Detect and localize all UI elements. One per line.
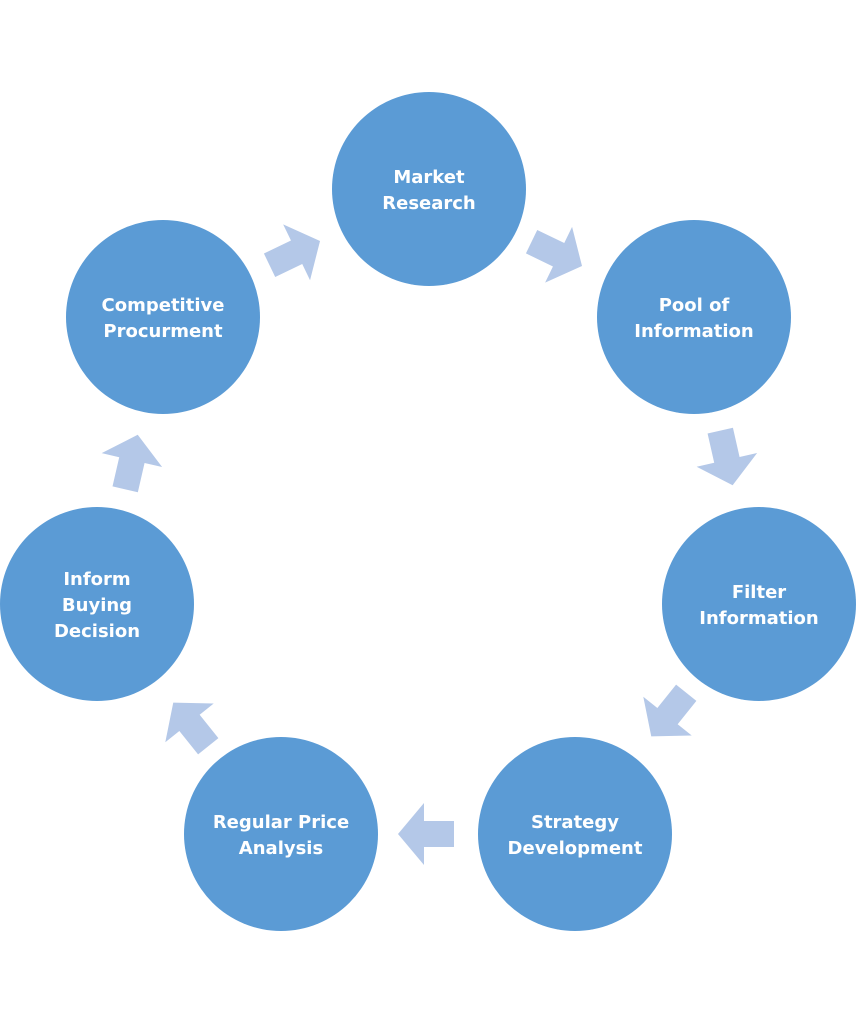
node-regular-price-analysis-label-line-2: Analysis xyxy=(239,838,323,859)
arrow-inform-buying-decision-to-competitive-procurment xyxy=(101,434,163,493)
node-strategy-development-label-line-2: Development xyxy=(508,838,643,859)
node-market-research-label-line-2: Research xyxy=(382,193,476,214)
node-regular-price-analysis-circle xyxy=(184,737,378,931)
node-pool-of-information-label-line-2: Information xyxy=(634,321,753,342)
node-competitive-procurment-label-line-1: Competitive xyxy=(102,295,225,316)
node-inform-buying-decision-label-line-1: Inform xyxy=(63,569,130,590)
node-pool-of-information-circle xyxy=(597,220,791,414)
node-filter-information-circle xyxy=(662,507,856,701)
node-inform-buying-decision-circle xyxy=(0,507,194,701)
node-strategy-development-label-line-1: Strategy xyxy=(531,812,619,833)
node-pool-of-information-label-line-1: Pool of xyxy=(659,295,730,316)
node-strategy-development-circle xyxy=(478,737,672,931)
node-inform-buying-decision-label-line-2: Buying xyxy=(62,595,132,616)
node-regular-price-analysis-label-line-1: Regular Price xyxy=(213,812,349,833)
node-filter-information-label-line-2: Information xyxy=(699,608,818,629)
arrows-layer xyxy=(101,224,758,865)
node-market-research-circle xyxy=(332,92,526,286)
arrow-market-research-to-pool-of-information xyxy=(525,226,583,283)
arrow-filter-information-to-strategy-development xyxy=(643,684,697,737)
node-market-research-label-line-1: Market xyxy=(393,167,465,188)
arrow-pool-of-information-to-filter-information xyxy=(696,427,758,486)
arrow-competitive-procurment-to-market-research xyxy=(263,224,321,281)
node-pool-of-information: Pool of Information xyxy=(597,220,791,414)
node-filter-information-label-line-1: Filter xyxy=(732,582,786,603)
arrow-strategy-development-to-regular-price-analysis xyxy=(398,803,454,865)
node-inform-buying-decision-label-line-3: Decision xyxy=(54,621,140,642)
arrow-regular-price-analysis-to-inform-buying-decision xyxy=(165,702,219,755)
node-competitive-procurment-circle xyxy=(66,220,260,414)
node-competitive-procurment-label-line-2: Procurment xyxy=(103,321,223,342)
